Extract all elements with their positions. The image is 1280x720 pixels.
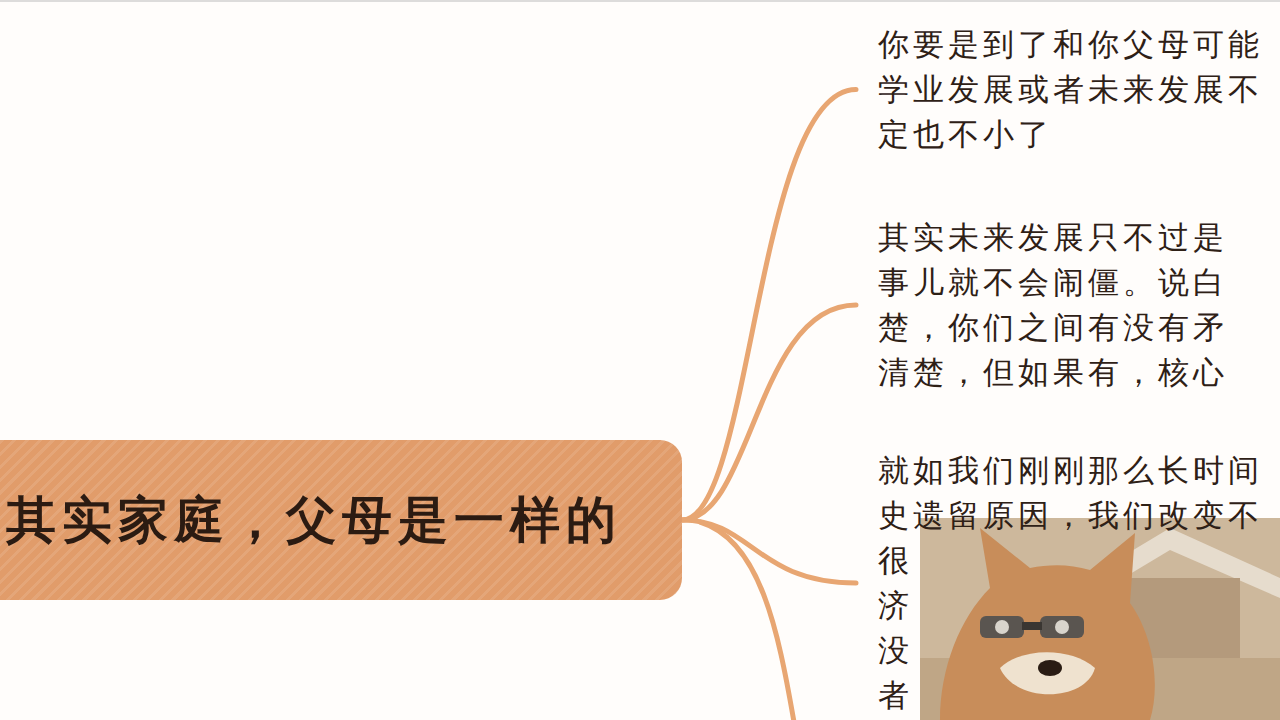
branch-node: 你要是到了和你父母可能 学业发展或者未来发展不 定也不小了 (856, 22, 1270, 157)
topic-text: 其实家庭，父母是一样的 (6, 490, 622, 550)
branch-node: 其实未来发展只不过是 事儿就不会闹僵。说白 楚，你们之间有没有矛 清楚，但如果有… (856, 215, 1270, 395)
branch-connector (682, 90, 856, 521)
branch-text: 就如我们刚刚那么长时间 史遗留原因，我们改变不 很 济 没 者 (878, 448, 1270, 718)
top-rule (0, 1, 1280, 2)
branch-text: 其实未来发展只不过是 事儿就不会闹僵。说白 楚，你们之间有没有矛 清楚，但如果有… (878, 215, 1270, 395)
branch-node: 就如我们刚刚那么长时间 史遗留原因，我们改变不 很 济 没 者 (856, 448, 1270, 718)
central-topic: 其实家庭，父母是一样的 (0, 440, 682, 600)
branch-text: 你要是到了和你父母可能 学业发展或者未来发展不 定也不小了 (878, 22, 1270, 157)
branch-connector (682, 520, 856, 583)
dog-photo (920, 518, 1280, 720)
branch-curve (700, 522, 794, 720)
branch-connector (682, 305, 856, 520)
